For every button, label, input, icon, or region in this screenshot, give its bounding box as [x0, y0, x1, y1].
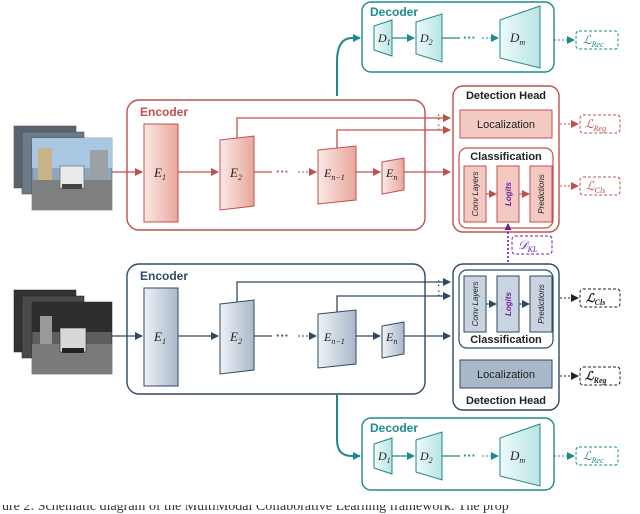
bottom-rec-loss-box [575, 446, 619, 466]
top-cls-loss-box [579, 176, 621, 196]
svg-text:E2: E2 [229, 165, 242, 182]
decoder-layer-m-letter: D [509, 448, 520, 463]
svg-text:···: ··· [463, 30, 476, 45]
encoder-layer-n-sub: n [393, 173, 397, 182]
svg-text::: : [437, 122, 440, 133]
svg-text:···: ··· [463, 448, 476, 463]
encoder-title: Encoder [140, 105, 188, 119]
encoder-layer-1-letter: E [153, 329, 162, 344]
decoder-layer-2-letter: D [419, 449, 429, 463]
encoder-layer-n-letter: E [385, 330, 394, 344]
bottom-detection-head: Conv Layers Logits Predictions Classific… [452, 263, 560, 411]
svg-text:En: En [385, 166, 397, 182]
svg-text:Dm: Dm [509, 448, 525, 465]
decoder-layer-2-sub: 2 [429, 38, 433, 47]
kl-loss-box [511, 235, 553, 255]
svg-text:E2: E2 [229, 329, 242, 346]
encoder-layer-n1-letter: E [323, 330, 332, 344]
top-encoder: Encoder E1 E2 En−1 En ··· : : [112, 99, 451, 231]
encoder-layer-n-letter: E [385, 166, 394, 180]
decoder-layer-1-sub: 1 [387, 38, 391, 47]
svg-text:En−1: En−1 [323, 166, 345, 182]
figure-caption: ure 2: Schematic diagram of the MultiMod… [0, 505, 640, 514]
decoder-layer-m-sub: m [519, 38, 525, 47]
decoder-layer-1-sub: 1 [387, 456, 391, 465]
decoder-layer-2-letter: D [419, 31, 429, 45]
top-rec-loss: ℒRec [583, 33, 604, 49]
localization-label: Localization [477, 119, 535, 131]
bottom-reg-loss: ℒReg [585, 369, 607, 385]
bottom-decoder: Decoder D1 D2 Dm ··· [361, 417, 555, 491]
logits-label: Logits [504, 181, 513, 206]
svg-text:E1: E1 [153, 165, 166, 182]
top-decoder: Decoder D1 D2 Dm ··· [361, 1, 555, 73]
conv-layers-label: Conv Layers [471, 282, 480, 327]
top-rec-loss-box [575, 30, 619, 50]
svg-text:E1: E1 [153, 329, 166, 346]
svg-text:···: ··· [276, 328, 289, 343]
encoder-layer-2-sub: 2 [238, 337, 242, 346]
classification-title: Classification [470, 151, 542, 163]
encoder-layer-2-letter: E [229, 329, 238, 344]
decoder-title: Decoder [370, 421, 418, 435]
bottom-cls-loss: ℒCls [586, 291, 605, 307]
logits-label: Logits [504, 291, 513, 316]
encoder-layer-n1-sub: n−1 [331, 173, 344, 182]
classification-title: Classification [470, 334, 542, 346]
top-detection-head: Detection Head Localization Classificati… [452, 85, 560, 233]
encoder-layer-2-letter: E [229, 165, 238, 180]
bottom-reg-loss-box [579, 366, 621, 386]
svg-text:D2: D2 [419, 31, 433, 47]
decoder-layer-m-sub: m [519, 456, 525, 465]
rgb-input-images [13, 125, 113, 211]
svg-text::: : [437, 112, 440, 123]
caption-text: ure 2: Schematic diagram of the MultiMod… [2, 505, 509, 514]
svg-text::: : [437, 288, 440, 299]
svg-text:En−1: En−1 [323, 330, 345, 346]
encoder-layer-1-letter: E [153, 165, 162, 180]
decoder-layer-m-letter: D [509, 30, 520, 45]
predictions-label: Predictions [537, 174, 546, 214]
top-reg-loss: ℒReg [585, 117, 606, 133]
bottom-rec-loss: ℒRec [583, 449, 604, 465]
encoder-layer-1-sub: 1 [162, 337, 166, 346]
svg-text:Dm: Dm [509, 30, 525, 47]
top-reg-loss-box [579, 114, 621, 134]
predictions-label: Predictions [537, 284, 546, 324]
bottom-cls-loss-box [579, 288, 621, 308]
encoder-layer-n1-letter: E [323, 166, 332, 180]
localization-label: Localization [477, 369, 535, 381]
detection-head-title: Detection Head [466, 395, 546, 407]
svg-text:D1: D1 [377, 449, 391, 465]
svg-text:En: En [385, 330, 397, 346]
svg-text:D1: D1 [377, 31, 391, 47]
svg-text:D2: D2 [419, 449, 433, 465]
decoder-layer-1-letter: D [377, 449, 387, 463]
encoder-layer-2-sub: 2 [238, 173, 242, 182]
svg-text:···: ··· [276, 164, 289, 179]
decoder-layer-1-letter: D [377, 31, 387, 45]
decoder-title: Decoder [370, 5, 418, 19]
detection-head-title: Detection Head [466, 90, 546, 102]
encoder-layer-n-sub: n [393, 337, 397, 346]
bottom-encoder: Encoder E1 E2 En−1 En ··· : : [112, 263, 451, 395]
decoder-layer-2-sub: 2 [429, 456, 433, 465]
encoder-layer-1-sub: 1 [162, 173, 166, 182]
top-cls-loss: ℒCls [586, 179, 605, 195]
kl-loss: 𝒟KL [518, 238, 538, 254]
svg-text::: : [437, 278, 440, 289]
conv-layers-label: Conv Layers [471, 172, 480, 217]
thermal-input-images [13, 289, 113, 375]
encoder-title: Encoder [140, 269, 188, 283]
encoder-layer-n1-sub: n−1 [331, 337, 344, 346]
